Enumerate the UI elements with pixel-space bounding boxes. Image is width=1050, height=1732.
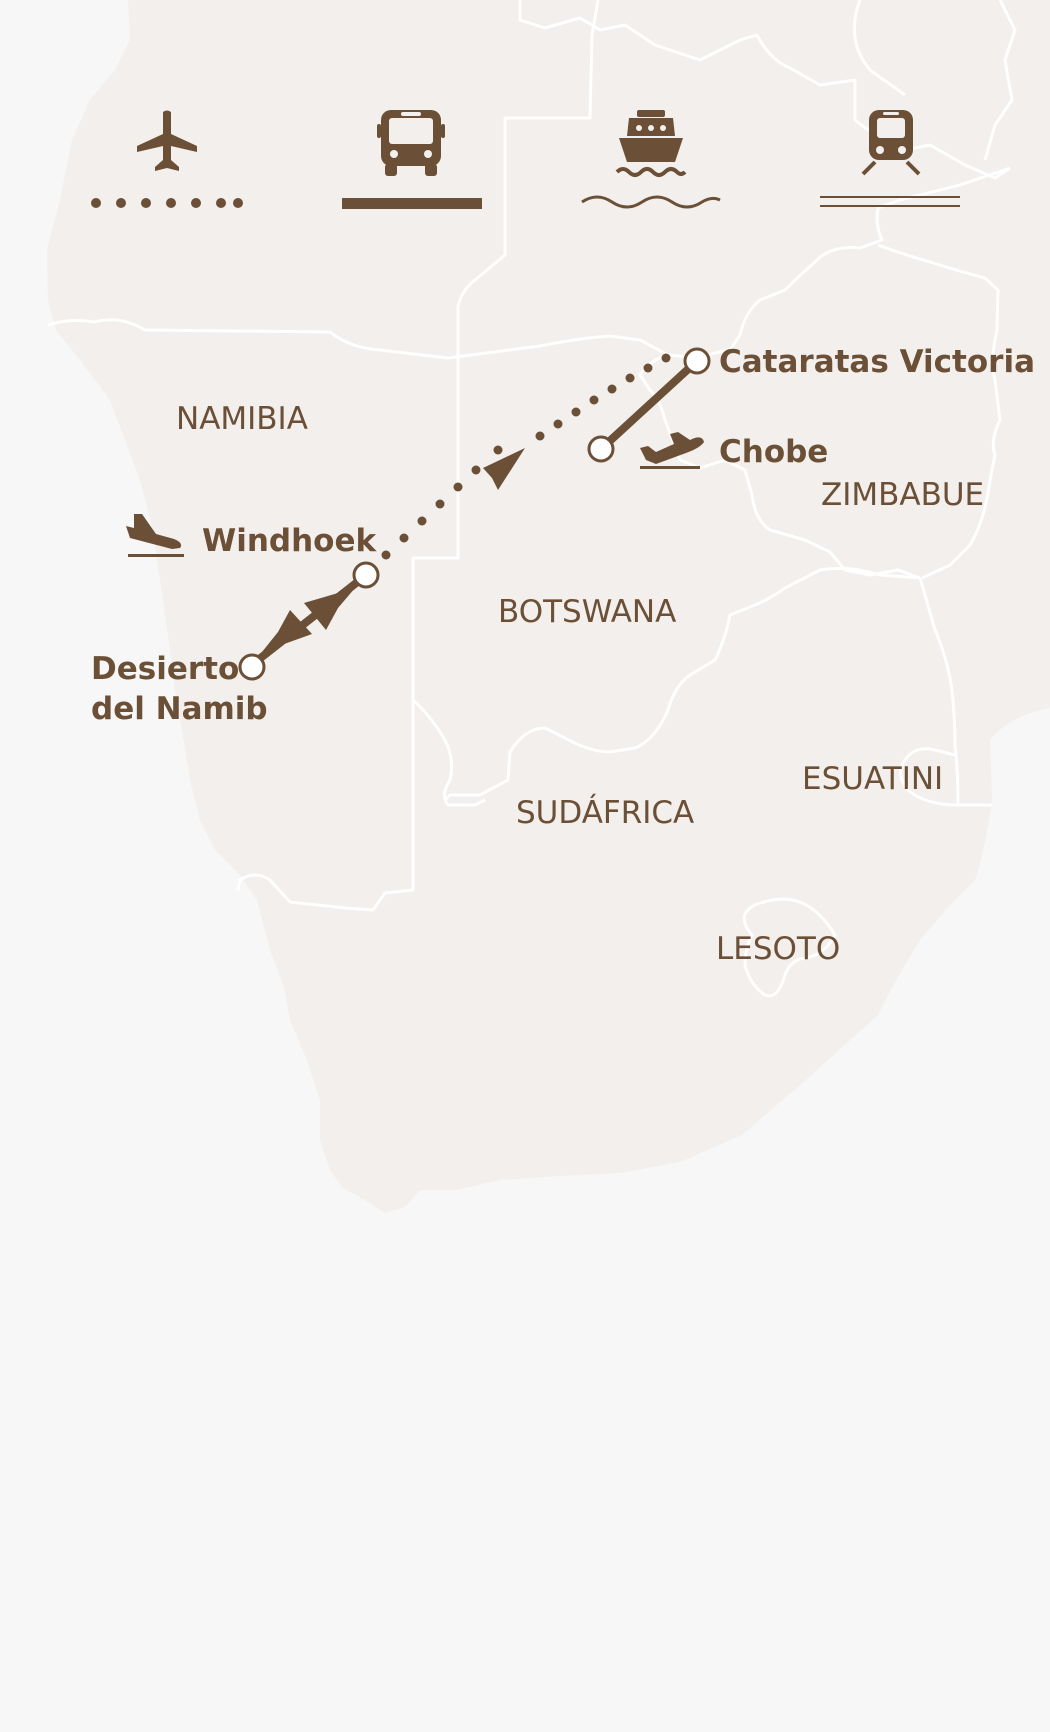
city-label-namib-line2: del Namib [91,691,268,727]
country-label-zimbabwe: ZIMBABUE [821,477,984,513]
landmass [47,0,1050,1213]
transport-legend [91,110,960,209]
legend-line-double [820,196,960,207]
city-label-chobe: Chobe [719,434,828,470]
route-bus-windhoek-namib [254,576,364,664]
ship-icon [615,110,687,177]
route-lines [238,347,711,681]
bus-icon [377,110,445,176]
departure-airplane-icon [640,432,704,469]
country-label-botswana: BOTSWANA [498,594,676,630]
train-icon [861,110,921,176]
country-label-south-africa: SUDÁFRICA [516,795,694,831]
country-label-eswatini: ESUATINI [802,761,943,797]
legend-line-solid [342,198,482,209]
country-label-lesotho: LESOTO [716,931,840,967]
country-borders [47,0,1017,998]
arrival-airplane-icon [126,514,184,557]
stop-namib [238,653,266,681]
country-label-namibia: NAMIBIA [176,401,308,437]
legend-line-dotted [91,198,243,208]
route-flight-windhoek-victoria [381,353,671,560]
stop-victoria-falls [683,347,711,375]
flight-arrowhead [483,448,525,490]
route-bus-chobe-victoria [597,357,701,453]
airplane-icon [137,110,197,171]
stop-chobe [587,435,615,463]
city-label-namib-line1: Desierto [91,651,239,687]
city-label-victoria-falls: Cataratas Victoria [719,344,1035,380]
stop-windhoek [352,561,380,589]
city-label-windhoek: Windhoek [202,523,377,559]
legend-line-wave [581,195,721,209]
